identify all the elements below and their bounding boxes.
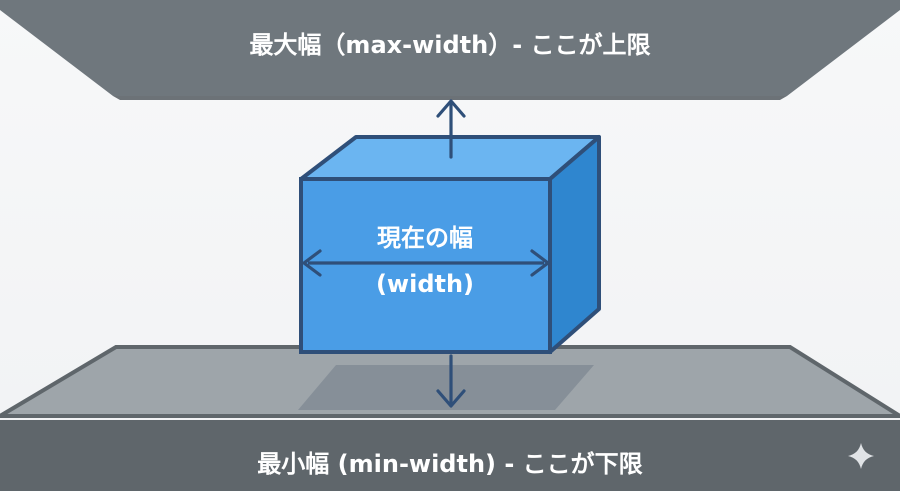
box-front-face xyxy=(299,177,552,354)
max-width-slab xyxy=(0,0,900,96)
min-width-label: 最小幅 (min-width) - ここが下限 xyxy=(257,450,643,478)
current-width-sub-label: (width) xyxy=(375,270,475,298)
min-width-slab xyxy=(0,420,900,491)
width-arrow-right-head xyxy=(530,249,550,277)
width-arrow-left-head xyxy=(302,249,322,277)
max-width-slab-edge xyxy=(113,96,787,100)
up-arrow-head xyxy=(436,99,466,118)
box-shadow xyxy=(298,365,594,410)
min-width-floor-edge-line xyxy=(0,345,900,418)
sparkle-icon xyxy=(848,443,874,469)
current-width-label: 現在の幅 xyxy=(377,224,473,252)
max-width-label: 最大幅（max-width）- ここが上限 xyxy=(249,31,651,59)
down-arrow-head xyxy=(436,389,466,408)
